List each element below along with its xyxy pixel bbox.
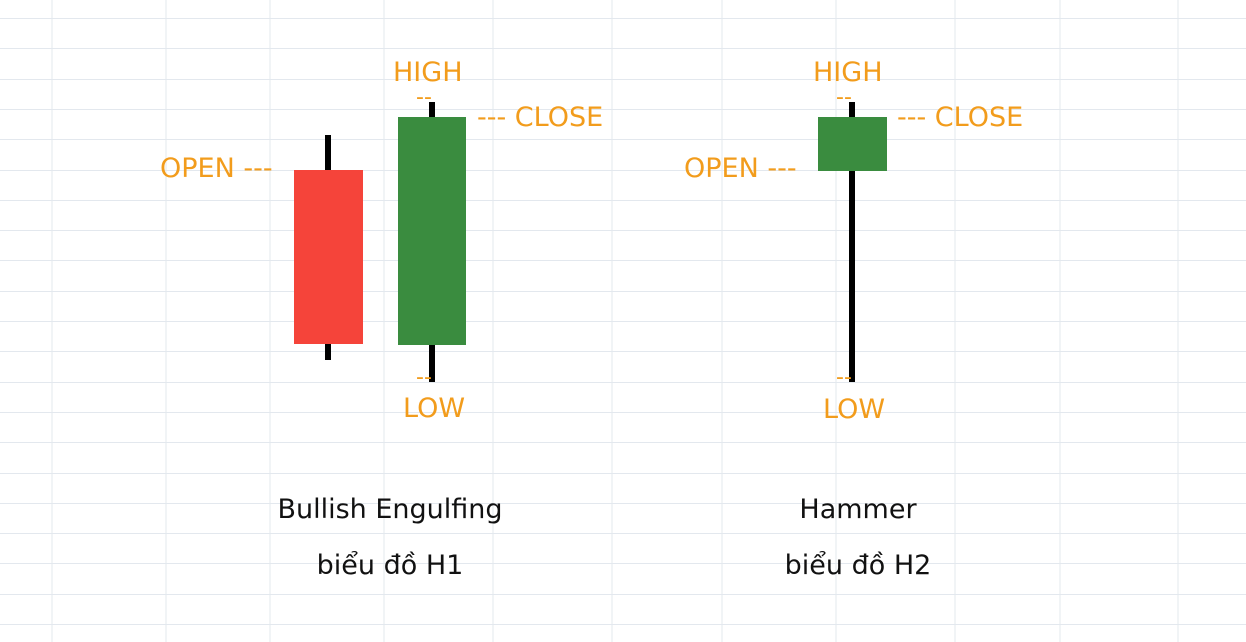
close-label: --- CLOSE <box>477 102 604 133</box>
bullish-candle-body <box>398 117 466 345</box>
open-label: OPEN --- <box>160 153 273 184</box>
high-label: HIGH <box>813 57 883 88</box>
low-tick: -- <box>836 372 852 384</box>
low-tick: -- <box>416 372 432 384</box>
high-tick: -- <box>416 92 432 104</box>
low-label: LOW <box>403 393 466 424</box>
high-tick: -- <box>836 92 852 104</box>
high-label: HIGH <box>393 57 463 88</box>
diagram-subtitle: biểu đồ H1 <box>316 550 464 581</box>
hammer-candle-wick <box>849 102 855 382</box>
diagram-title: Hammer <box>799 494 917 525</box>
open-label: OPEN --- <box>684 153 797 184</box>
low-label: LOW <box>823 394 886 425</box>
hammer-candle-body <box>818 117 887 171</box>
diagram-subtitle: biểu đồ H2 <box>784 550 932 581</box>
diagram-title: Bullish Engulfing <box>277 494 503 525</box>
close-label: --- CLOSE <box>897 102 1024 133</box>
bearish-candle-body <box>294 170 363 344</box>
